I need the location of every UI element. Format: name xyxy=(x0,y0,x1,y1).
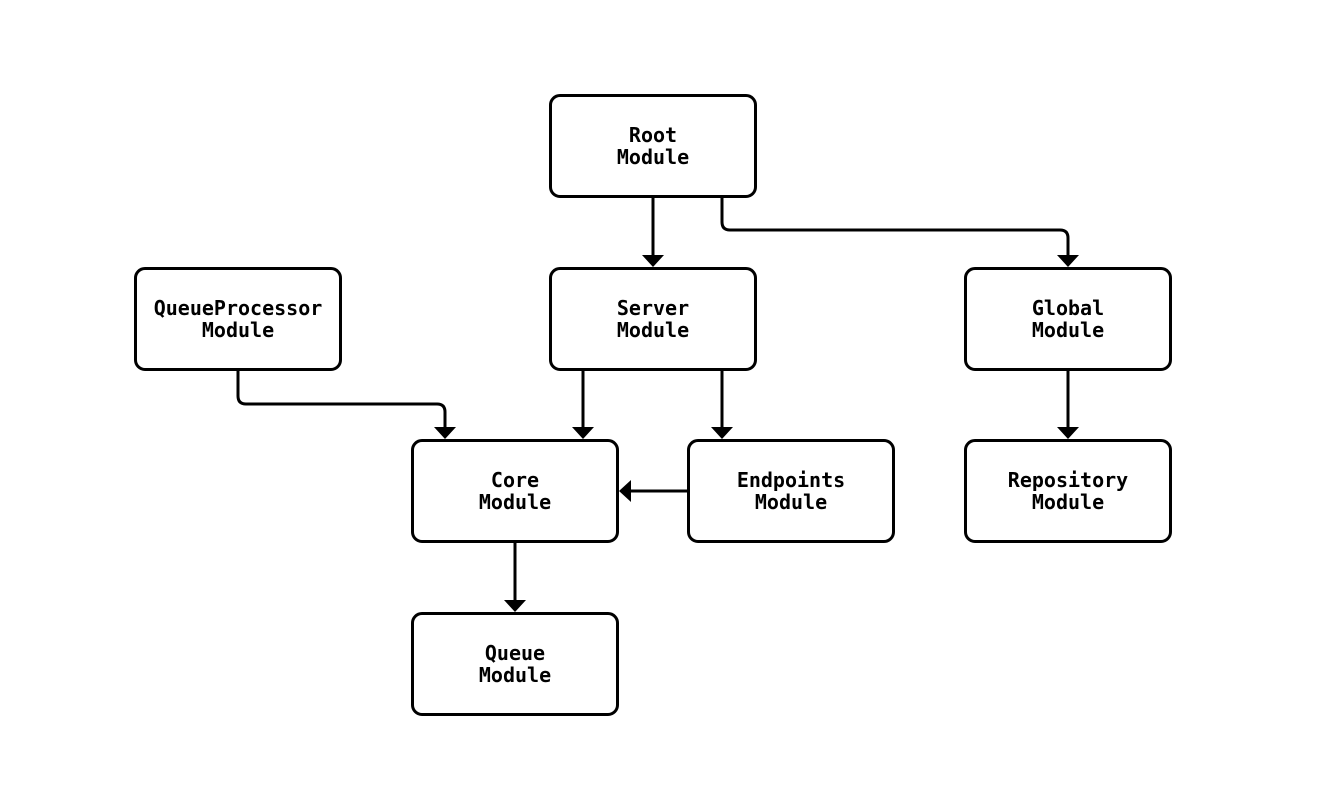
edge-root-to-server xyxy=(642,198,664,267)
node-label: Repository Module xyxy=(1007,468,1129,514)
node-global-module: Global Module xyxy=(964,267,1172,371)
edge-core-to-queue xyxy=(504,543,526,612)
arrowhead-down-icon xyxy=(434,427,456,439)
node-core-module: Core Module xyxy=(411,439,619,543)
edge-endpoints-to-core xyxy=(619,480,687,502)
node-label: Server Module xyxy=(616,296,690,342)
arrowhead-down-icon xyxy=(504,600,526,612)
node-label: Root Module xyxy=(616,123,690,169)
node-label: Global Module xyxy=(1031,296,1105,342)
node-repository-module: Repository Module xyxy=(964,439,1172,543)
arrowhead-down-icon xyxy=(642,255,664,267)
node-endpoints-module: Endpoints Module xyxy=(687,439,895,543)
edge-root-to-global xyxy=(720,198,1079,267)
edge-queueprocessor-to-core xyxy=(236,371,456,439)
node-label: Queue Module xyxy=(478,641,552,687)
edge-global-to-repository xyxy=(1057,371,1079,439)
arrowhead-down-icon xyxy=(1057,427,1079,439)
node-root-module: Root Module xyxy=(549,94,757,198)
node-label: QueueProcessor Module xyxy=(153,296,323,342)
node-label: Endpoints Module xyxy=(736,468,846,514)
node-queue-module: Queue Module xyxy=(411,612,619,716)
edge-server-to-endpoints xyxy=(711,371,733,439)
edge-line xyxy=(236,371,447,429)
node-queueprocessor-module: QueueProcessor Module xyxy=(134,267,342,371)
node-server-module: Server Module xyxy=(549,267,757,371)
arrowhead-down-icon xyxy=(1057,255,1079,267)
arrowhead-left-icon xyxy=(619,480,631,502)
node-label: Core Module xyxy=(478,468,552,514)
arrowhead-down-icon xyxy=(711,427,733,439)
edge-server-to-core xyxy=(572,371,594,439)
arrowhead-down-icon xyxy=(572,427,594,439)
edge-line xyxy=(720,198,1070,257)
